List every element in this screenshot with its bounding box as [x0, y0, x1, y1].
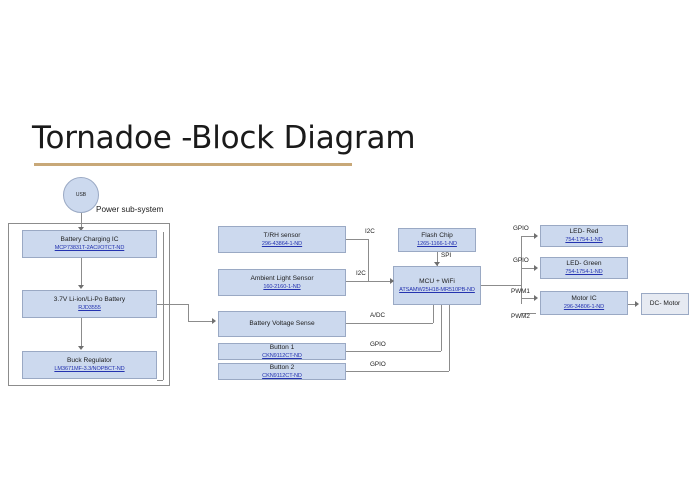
- block-title: Motor IC: [571, 295, 597, 303]
- arrowhead-gpio-led-green: [534, 265, 538, 271]
- block-mcu-wifi[interactable]: MCU + WiFi ATSAMW25H18-MR510PB-ND: [393, 266, 481, 305]
- arrowhead-pwm1-motor-ic: [534, 295, 538, 301]
- block-button-2[interactable]: Button 2 CKN9112CT-ND: [218, 363, 346, 380]
- connector-charging-to-battery: [81, 258, 82, 286]
- connector-gpio-led-red: [521, 236, 536, 237]
- block-title: LED- Red: [569, 228, 599, 236]
- block-ambient-light-sensor[interactable]: Ambient Light Sensor 160-2160-1-ND: [218, 269, 346, 296]
- connector-pwm1-motor-ic: [521, 298, 536, 299]
- block-title: 3.7V Li-ion/Li-Po Battery: [53, 296, 126, 304]
- block-title: Battery Voltage Sense: [249, 320, 315, 328]
- connector-als-out: [346, 281, 368, 282]
- signal-label-gpio-button2: GPIO: [370, 361, 386, 368]
- block-battery[interactable]: 3.7V Li-ion/Li-Po Battery RJD3555: [22, 290, 157, 318]
- connector-usb-to-power: [81, 213, 82, 229]
- connector-trh-drop: [368, 239, 369, 281]
- connector-battery-out: [157, 304, 188, 305]
- signal-label-i2c-trh: I2C: [365, 228, 375, 235]
- connector-flash-to-mcu: [437, 252, 438, 266]
- usb-source-node: USB: [63, 177, 99, 213]
- block-part-number[interactable]: LM3671MF-3.3/NOPBCT-ND: [54, 366, 125, 373]
- block-title: MCU + WiFi: [419, 277, 455, 285]
- arrowhead-usb-to-charging: [78, 227, 84, 231]
- block-title: Button 2: [269, 363, 295, 371]
- block-motor-ic[interactable]: Motor IC 296-34806-1-ND: [540, 291, 628, 315]
- block-title: Buck Regulator: [66, 357, 113, 365]
- connector-buck-rail-tap: [157, 380, 163, 381]
- block-title: LED- Green: [566, 260, 602, 268]
- block-title: Button 1: [269, 343, 295, 351]
- block-title: Flash Chip: [421, 232, 453, 240]
- page-title: Tornadoe -Block Diagram: [32, 120, 416, 156]
- block-part-number[interactable]: ATSAMW25H18-MR510PB-ND: [399, 286, 475, 293]
- signal-label-spi: SPI: [441, 252, 452, 259]
- connector-battery-to-vsense: [188, 321, 214, 322]
- block-title: Ambient Light Sensor: [250, 274, 314, 282]
- signal-label-gpio-button1: GPIO: [370, 341, 386, 348]
- connector-mcu-right-trunk: [481, 285, 521, 286]
- arrowhead-motoric-to-dcmotor: [635, 301, 639, 307]
- connector-vsense-up: [433, 305, 434, 323]
- arrowhead-flash-to-mcu: [434, 262, 440, 266]
- block-trh-sensor[interactable]: T/RH sensor 296-43864-1-ND: [218, 226, 346, 253]
- connector-trh-out: [346, 239, 368, 240]
- signal-label-pwm2: PWM2: [511, 313, 530, 320]
- connector-gpio-led-green: [521, 268, 536, 269]
- block-battery-charging-ic[interactable]: Battery Charging IC MCP73831T-2ACI/OTCT-…: [22, 230, 157, 258]
- arrowhead-battery-to-vsense: [212, 318, 216, 324]
- block-part-number[interactable]: RJD3555: [78, 305, 101, 312]
- signal-label-adc: A/DC: [370, 312, 386, 319]
- signal-label-i2c-als: I2C: [356, 270, 366, 277]
- block-part-number[interactable]: 1265-1166-1-ND: [417, 241, 457, 248]
- block-dc-motor[interactable]: DC- Motor: [641, 293, 689, 315]
- usb-label: USB: [75, 192, 87, 198]
- block-flash-chip[interactable]: Flash Chip 1265-1166-1-ND: [398, 228, 476, 252]
- arrowhead-battery-to-buck: [78, 346, 84, 350]
- arrowhead-charging-to-battery: [78, 285, 84, 289]
- block-part-number[interactable]: 754-1754-1-ND: [565, 269, 603, 276]
- connector-button2-up: [449, 305, 450, 371]
- block-battery-voltage-sense[interactable]: Battery Voltage Sense: [218, 311, 346, 337]
- connector-button1-up: [441, 305, 442, 351]
- block-part-number[interactable]: MCP73831T-2ACI/OTCT-ND: [54, 245, 125, 252]
- signal-label-gpio-led-red: GPIO: [513, 225, 529, 232]
- connector-button2-out: [346, 371, 449, 372]
- connector-pwm2-motor-ic: [521, 313, 536, 314]
- block-title: Battery Charging IC: [60, 236, 119, 244]
- block-title: DC- Motor: [649, 300, 681, 308]
- block-part-number[interactable]: 296-34806-1-ND: [563, 304, 605, 311]
- connector-battery-drop: [188, 304, 189, 321]
- signal-label-gpio-led-green: GPIO: [513, 257, 529, 264]
- connector-button1-out: [346, 351, 441, 352]
- block-part-number[interactable]: 296-43864-1-ND: [261, 240, 303, 247]
- power-subsystem-label: Power sub-system: [96, 205, 164, 214]
- block-part-number[interactable]: CKN9112CT-ND: [262, 372, 302, 379]
- connector-power-rail: [163, 232, 164, 380]
- connector-vsense-out: [346, 323, 433, 324]
- connector-motoric-to-dcmotor: [628, 304, 637, 305]
- arrowhead-i2c-to-mcu: [390, 278, 394, 284]
- block-button-1[interactable]: Button 1 CKN9112CT-ND: [218, 343, 346, 360]
- connector-mcu-right-bus: [521, 236, 522, 304]
- block-part-number[interactable]: 754-1754-1-ND: [565, 237, 603, 244]
- signal-label-pwm1: PWM1: [511, 288, 530, 295]
- connector-battery-to-buck: [81, 318, 82, 347]
- block-title: T/RH sensor: [263, 231, 301, 239]
- block-led-red[interactable]: LED- Red 754-1754-1-ND: [540, 225, 628, 247]
- block-buck-regulator[interactable]: Buck Regulator LM3671MF-3.3/NOPBCT-ND: [22, 351, 157, 379]
- arrowhead-gpio-led-red: [534, 233, 538, 239]
- title-underline: [34, 163, 352, 166]
- block-part-number[interactable]: 160-2160-1-ND: [263, 283, 301, 290]
- block-part-number[interactable]: CKN9112CT-ND: [262, 352, 302, 359]
- connector-i2c-bus-to-mcu: [368, 281, 393, 282]
- block-led-green[interactable]: LED- Green 754-1754-1-ND: [540, 257, 628, 279]
